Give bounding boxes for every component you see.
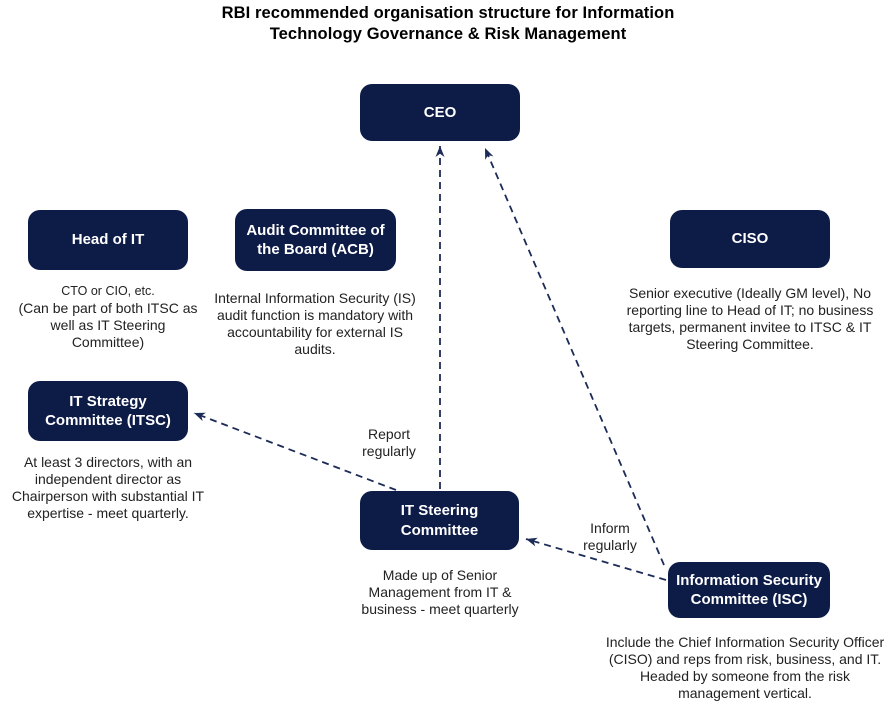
node-head-of-it: Head of IT [28,210,188,270]
note-line: Internal Information Security (IS) [214,290,416,306]
note-line: accountability for external IS [227,324,403,340]
node-ciso-note: Senior executive (Ideally GM level), No … [622,285,878,353]
note-line: Made up of Senior [382,567,498,583]
node-isc: Information Security Committee (ISC) [668,562,830,618]
edge-label-report-regularly: Report regularly [339,426,439,459]
note-line: Committee) [71,334,145,350]
edge-label-line: regularly [362,442,416,459]
note-line: Chairperson with substantial IT [11,488,205,504]
note-line: targets, permanent invitee to ITSC & IT [628,319,872,335]
note-line: (Can be part of both ITSC as [18,300,198,316]
node-itsc-label: Committee (ITSC) [45,412,171,429]
node-ciso: CISO [670,210,830,268]
note-line: Headed by someone from the risk [639,668,851,684]
edge-isc-to-ceo [484,147,665,566]
node-head-of-it-note: CTO or CIO, etc. (Can be part of both IT… [8,284,208,351]
note-line: management vertical. [678,685,812,701]
edge-label-inform-regularly: Inform regularly [560,520,660,553]
note-line: business - meet quarterly [361,601,519,617]
node-isc-note: Include the Chief Information Security O… [591,634,896,702]
note-line: Management from IT & [368,584,512,600]
node-ceo-label: CEO [423,103,457,121]
node-itsc-note: At least 3 directors, with an independen… [3,454,213,522]
edge-label-line: regularly [583,536,637,553]
note-line: well as IT Steering [50,317,166,333]
title-line: RBI recommended organisation structure f… [221,4,675,22]
note-line: Steering Committee. [686,336,814,352]
edge-isc-to-itsteering [525,537,667,581]
note-line: audit function is mandatory with [216,307,414,323]
node-it-steering-note: Made up of Senior Management from IT & b… [352,567,528,618]
node-ciso-label: CISO [731,230,769,248]
node-itsc: IT Strategy Committee (ITSC) [28,381,188,441]
node-head-of-it-label: Head of IT [71,231,145,249]
node-acb-label: the Board (ACB) [257,241,374,258]
node-it-steering: IT Steering Committee [360,491,519,550]
diagram-title: RBI recommended organisation structure f… [0,3,896,45]
note-line: At least 3 directors, with an [23,454,193,470]
edge-label-line: Report [367,426,411,442]
note-line: audits. [294,341,336,357]
edge-label-line: Inform [590,520,630,536]
node-it-steering-label: IT Steering [400,502,479,519]
node-it-steering-label: Committee [400,521,479,539]
node-isc-label: Information Security [676,571,822,589]
title-line: Technology Governance & Risk Management [269,25,627,43]
edge-itsteering-to-itsc [193,412,397,491]
node-acb-label: Audit Committee of [246,221,385,239]
note-line: CTO or CIO, etc. [61,284,155,298]
note-line: reporting line to Head of IT; no busines… [626,302,874,318]
note-line: (CISO) and reps from risk, business, and… [608,651,882,667]
note-line: independent director as [34,471,182,487]
note-line: Include the Chief Information Security O… [605,634,885,650]
node-itsc-label: IT Strategy [69,392,147,410]
node-ceo: CEO [360,84,520,141]
node-acb: Audit Committee of the Board (ACB) [235,209,396,271]
node-acb-note: Internal Information Security (IS) audit… [203,290,427,358]
node-isc-label: Committee (ISC) [690,591,808,608]
note-line: expertise - meet quarterly. [27,505,189,521]
note-line: Senior executive (Ideally GM level), No [629,285,871,301]
